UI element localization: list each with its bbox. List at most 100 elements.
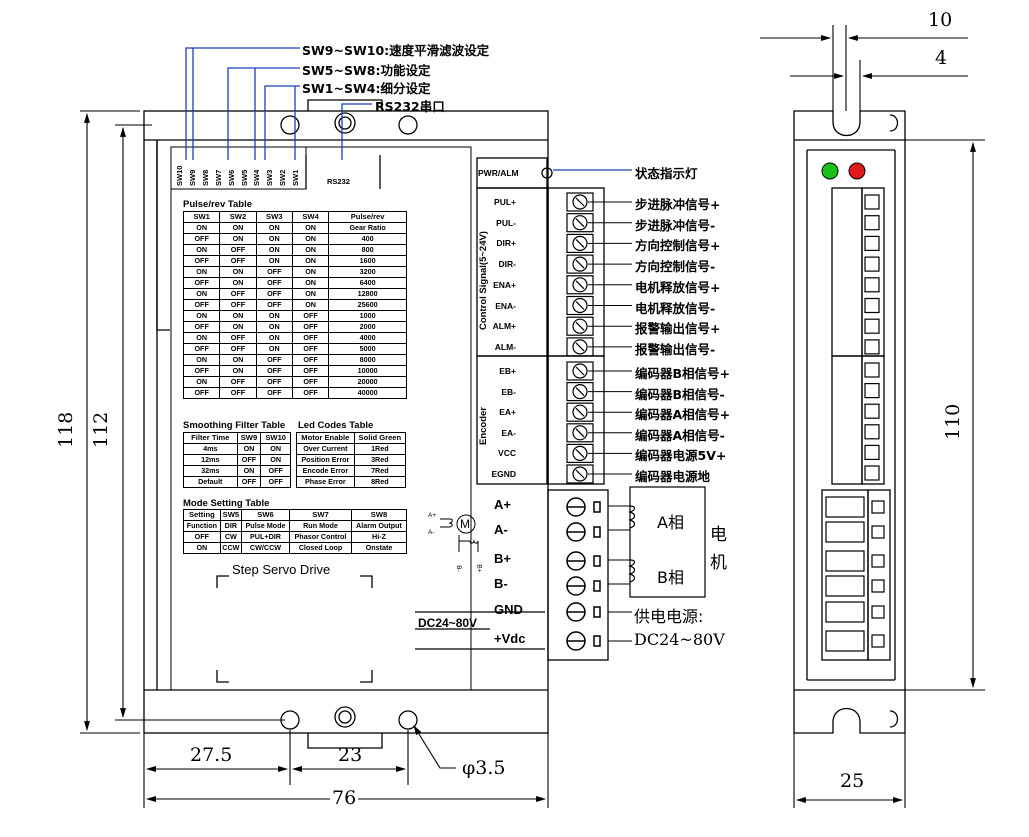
terminal-screw (572, 256, 588, 272)
callout-lines (185, 47, 632, 171)
table-cell: DIR (219, 520, 243, 532)
table-cell: OFF (291, 387, 330, 399)
terminal-screw (572, 277, 588, 293)
table-cell: 1600 (328, 255, 407, 267)
table-cell: 12ms (183, 454, 238, 466)
led-table-title: Led Codes Table (298, 420, 374, 431)
dim-25: 25 (840, 770, 865, 792)
table-cell: ON (291, 244, 330, 256)
dip-label: SW4 (252, 169, 262, 186)
dip-label: SW1 (291, 169, 301, 186)
table-cell: ON (182, 354, 221, 366)
power-pin-label: GND (494, 602, 523, 617)
table-cell: OFF (291, 321, 330, 333)
table-cell: Closed Loop (288, 542, 352, 554)
table-cell: 4000 (328, 332, 407, 344)
dim-27-5: 27.5 (190, 744, 233, 766)
power-terminals (566, 497, 601, 651)
terminal-screw (572, 235, 588, 251)
table-cell: 10000 (328, 365, 407, 377)
control-pin-label: DIR- (498, 259, 516, 270)
table-cell: OFF (219, 343, 257, 355)
table-cell: 6400 (328, 277, 407, 289)
control-signal-label: 电机释放信号- (635, 300, 716, 316)
table-cell: OFF (291, 343, 330, 355)
table-cell: OFF (255, 277, 293, 289)
table-header-cell: Pulse/rev (328, 211, 407, 223)
table-cell: ON (291, 222, 330, 234)
table-cell: OFF (219, 299, 257, 311)
table-cell: ON (255, 343, 293, 355)
table-cell: Pulse Mode (241, 520, 290, 532)
table-cell: ON (219, 321, 257, 333)
table-cell: 20000 (328, 376, 407, 388)
table-cell: ON (255, 244, 293, 256)
table-cell: ON (236, 465, 262, 477)
callout-sw1-4: SW1~SW4:细分设定 (302, 81, 431, 96)
table-cell: OFF (182, 321, 221, 333)
table-cell: OFF (260, 476, 291, 488)
table-cell: OFF (182, 343, 221, 355)
encoder-pin-label: EGND (491, 469, 516, 479)
smoothing-table-title: Smoothing Filter Table (183, 420, 286, 431)
table-cell: Encode Error (296, 465, 355, 477)
table-cell: PUL+DIR (241, 531, 290, 543)
table-header-cell: SW5 (219, 509, 243, 521)
table-cell: OFF (255, 376, 293, 388)
control-signal-label: 报警输出信号- (635, 341, 716, 357)
table-cell: ON (236, 443, 262, 455)
table-cell: OFF (255, 354, 293, 366)
callout-status-led: 状态指示灯 (635, 166, 698, 181)
table-cell: ON (182, 266, 221, 278)
terminal-screw (572, 194, 588, 210)
table-cell: 7Red (353, 465, 407, 477)
table-cell: ON (182, 244, 221, 256)
dim-10: 10 (928, 9, 953, 31)
control-pin-label: ENA- (495, 300, 516, 311)
rs232-label: RS232 (327, 177, 350, 186)
table-cell: 12800 (328, 288, 407, 300)
table-cell: ON (219, 222, 257, 234)
table-cell: ON (291, 233, 330, 245)
table-cell: OFF (182, 387, 221, 399)
control-signal-label: 方向控制信号- (635, 259, 716, 275)
table-cell: OFF (291, 376, 330, 388)
power-pin-label: +Vdc (494, 631, 526, 646)
table-cell: OFF (219, 255, 257, 267)
table-cell: OFF (255, 365, 293, 377)
table-cell: ON (291, 277, 330, 289)
table-cell: ON (183, 542, 221, 554)
pwr-alm-label: PWR/ALM (478, 168, 519, 178)
control-terminals (566, 192, 594, 357)
table-cell: ON (219, 277, 257, 289)
power-pin-label: B- (494, 576, 508, 591)
dim-hole: φ3.5 (462, 757, 506, 779)
table-cell: ON (291, 299, 330, 311)
table-cell: OFF (291, 365, 330, 377)
power-pin-label: B+ (494, 551, 511, 566)
dip-label: SW8 (200, 169, 210, 186)
b-phase-label: B相 (657, 568, 684, 587)
table-cell: OFF (219, 332, 257, 344)
table-cell: OFF (291, 310, 330, 322)
table-cell: Function (183, 520, 221, 532)
table-cell: OFF (291, 332, 330, 344)
table-cell: 32ms (183, 465, 238, 477)
callout-sw9-10: SW9~SW10:速度平滑滤波设定 (302, 43, 490, 58)
table-header-cell: Filter Time (183, 432, 238, 444)
a-phase-label: A相 (657, 513, 684, 532)
